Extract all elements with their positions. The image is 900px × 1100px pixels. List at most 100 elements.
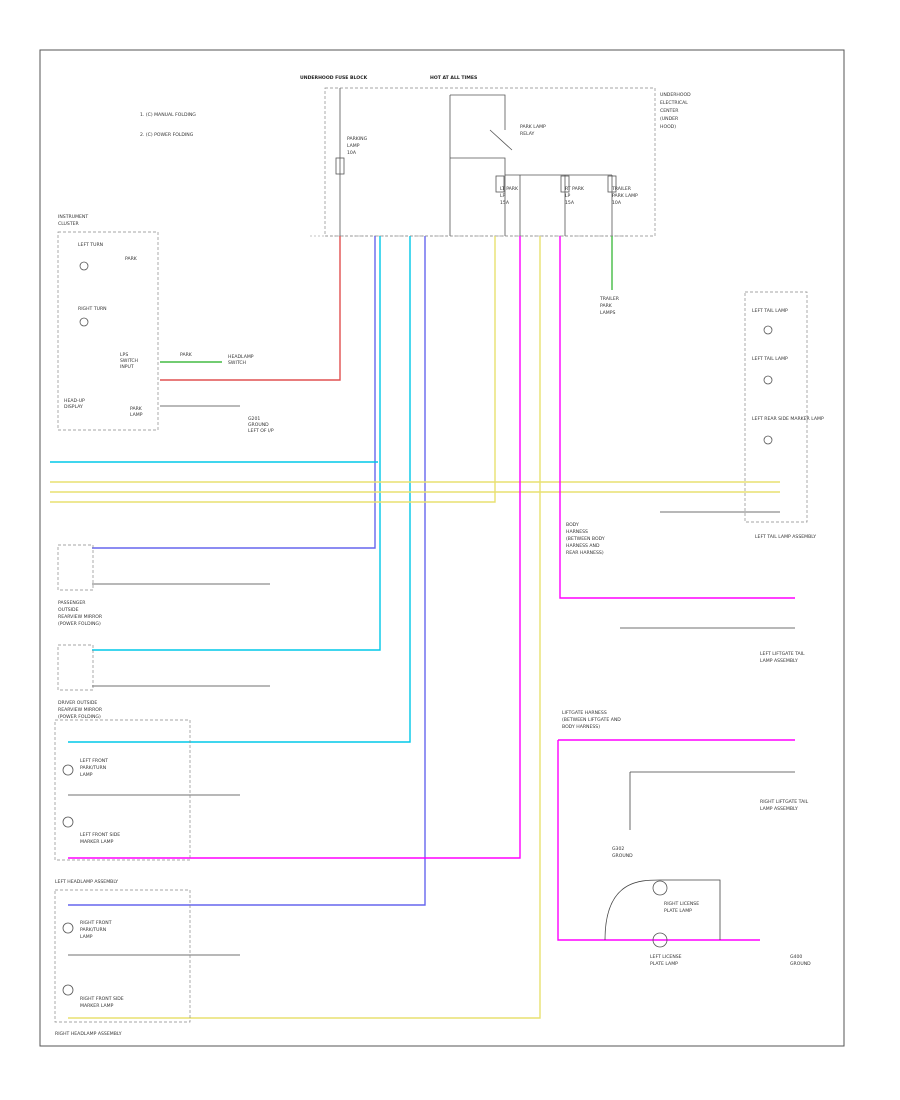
fuse-block: UNDERHOOD FUSE BLOCK HOT AT ALL TIMES UN… bbox=[300, 75, 691, 237]
legend-item-1: 1. (C) MANUAL FOLDING bbox=[140, 112, 196, 118]
wires bbox=[50, 236, 795, 1019]
wire-ground-hl bbox=[68, 794, 240, 956]
body-harness-label: REAR HARNESS) bbox=[566, 550, 604, 556]
fuse-mid-label: LT PARK bbox=[500, 186, 519, 192]
right-headlamp-item: LAMP bbox=[80, 934, 93, 940]
left-tail-lamp-item: LEFT TAIL LAMP bbox=[752, 308, 788, 314]
driver-mirror-label: (POWER FOLDING) bbox=[58, 714, 101, 720]
fuse-left-label: LAMP bbox=[347, 143, 360, 149]
trailer-label: TRAILER bbox=[599, 296, 620, 302]
lamp-bulb-icon bbox=[763, 435, 773, 445]
passenger-mirror-label: REARVIEW MIRROR bbox=[58, 614, 103, 620]
left-license-label: PLATE LAMP bbox=[650, 961, 678, 967]
wire-ground-mirrors bbox=[92, 583, 270, 687]
fuse-right1 bbox=[560, 175, 570, 193]
left-tail-lamp-item: LEFT REAR SIDE MARKER LAMP bbox=[752, 416, 824, 422]
wire-red bbox=[160, 236, 341, 381]
fuse-block-label-a: UNDERHOOD FUSE BLOCK bbox=[300, 75, 368, 81]
left-tail-lamp-assembly: LEFT TAIL LAMP LEFT TAIL LAMP LEFT REAR … bbox=[744, 291, 824, 540]
instrument-cluster-title: INSTRUMENT bbox=[58, 214, 88, 220]
left-headlamp-item: LEFT FRONT SIDE bbox=[80, 832, 120, 838]
left-headlamp-outline bbox=[54, 719, 191, 861]
ground-g302: G302 bbox=[612, 846, 624, 852]
right-headlamp-item: RIGHT FRONT bbox=[80, 920, 112, 926]
left-headlamp-item: MARKER LAMP bbox=[80, 839, 114, 845]
fuse-left-label: PARKING bbox=[347, 136, 368, 142]
right-headlamp-item: RIGHT FRONT SIDE bbox=[80, 996, 124, 1002]
right-headlamp-outline bbox=[54, 889, 191, 1023]
wire-pink-rear bbox=[559, 236, 795, 599]
driver-mirror-label: DRIVER OUTSIDE bbox=[58, 700, 97, 706]
fuse-block-right-label: CENTER bbox=[660, 108, 679, 114]
hud-label: DISPLAY bbox=[64, 404, 83, 410]
fuse-right1-label: RT PARK bbox=[565, 186, 585, 192]
headlamp-switch: HEADLAMP SWITCH PARK G201 GROUND LEFT OF… bbox=[180, 352, 274, 434]
right-headlamp-item: MARKER LAMP bbox=[80, 1003, 114, 1009]
right-headlamp-item: PARK/TURN bbox=[80, 927, 106, 933]
headlamp-switch-wire: PARK bbox=[180, 352, 193, 358]
fuse-block-internals bbox=[339, 88, 613, 236]
right-headlamp-assembly: RIGHT FRONT PARK/TURN LAMP RIGHT FRONT S… bbox=[54, 889, 191, 1037]
ground-g400: G400 bbox=[790, 954, 802, 960]
left-turn-indicator-icon bbox=[79, 261, 89, 271]
wire-yellow-right-hl bbox=[68, 236, 541, 1019]
fuse-block-right-label: ELECTRICAL bbox=[660, 100, 688, 106]
right-liftgate-label: RIGHT LIFTGATE TAIL bbox=[760, 799, 809, 805]
wire-blue-right-hl bbox=[68, 236, 426, 906]
wire-pink-left-hl bbox=[68, 236, 521, 859]
fuse-right2-label: PARK LAMP bbox=[612, 193, 638, 199]
body-harness-label: (BETWEEN BODY bbox=[566, 536, 605, 542]
lower-label: PARK bbox=[130, 406, 143, 412]
legend-item-2: 2. (C) POWER FOLDING bbox=[140, 132, 194, 138]
legend: 1. (C) MANUAL FOLDING 2. (C) POWER FOLDI… bbox=[140, 112, 196, 138]
left-headlamp-item: LAMP bbox=[80, 772, 93, 778]
fuse-mid bbox=[495, 175, 505, 193]
lamp-bulb-icon bbox=[62, 764, 74, 776]
lamp-bulb-icon bbox=[763, 325, 773, 335]
right-license-label: RIGHT LICENSE bbox=[664, 901, 699, 907]
park-label: PARK bbox=[125, 256, 138, 262]
license-lamp-icon bbox=[652, 880, 668, 896]
body-harness-label: HARNESS AND bbox=[566, 543, 600, 549]
right-turn-indicator-icon bbox=[79, 317, 89, 327]
wire-yellow-3 bbox=[50, 236, 496, 503]
headlamp-switch-label: HEADLAMP bbox=[228, 354, 254, 360]
relay-label: PARK LAMP bbox=[520, 124, 546, 130]
fuse-right2-label: 10A bbox=[612, 200, 622, 206]
fuse-block-right-label: UNDERHOOD bbox=[660, 92, 691, 98]
ground-g201: GROUND bbox=[248, 422, 269, 428]
body-harness-label: BODY bbox=[566, 522, 579, 528]
fuse-block-right-label: HOOD) bbox=[660, 124, 676, 130]
ground-g400: GROUND bbox=[790, 961, 811, 967]
right-liftgate-label: LAMP ASSEMBLY bbox=[760, 806, 798, 812]
liftgate: LIFTGATE HARNESS (BETWEEN LIFTGATE AND B… bbox=[562, 651, 811, 967]
driver-mirror-label: REARVIEW MIRROR bbox=[58, 707, 103, 713]
right-headlamp-label: RIGHT HEADLAMP ASSEMBLY bbox=[55, 1031, 122, 1037]
left-headlamp-assembly: LEFT FRONT PARK/TURN LAMP LEFT FRONT SID… bbox=[54, 719, 191, 885]
fuse-left bbox=[335, 157, 345, 175]
passenger-mirror: PASSENGER OUTSIDE REARVIEW MIRROR (POWER… bbox=[57, 544, 103, 627]
wire-ground-tail bbox=[604, 511, 795, 941]
diagram-frame bbox=[39, 49, 845, 1047]
fuse-block-outline bbox=[324, 87, 656, 237]
instrument-cluster-outline bbox=[57, 231, 159, 431]
trailer-label: LAMPS bbox=[600, 310, 616, 316]
lamp-bulb-icon bbox=[62, 816, 74, 828]
relay-label: RELAY bbox=[520, 131, 535, 137]
lamp-label: LPS bbox=[120, 352, 128, 358]
lamp-label: INPUT bbox=[120, 364, 134, 370]
lamp-bulb-icon bbox=[763, 375, 773, 385]
lamp-label: SWITCH bbox=[120, 358, 138, 364]
left-tail-lamp-label: LEFT TAIL LAMP ASSEMBLY bbox=[755, 534, 816, 540]
headlamp-switch-label: SWITCH bbox=[228, 360, 246, 366]
fuse-block-label-b: HOT AT ALL TIMES bbox=[430, 75, 477, 81]
passenger-mirror-label: (POWER FOLDING) bbox=[58, 621, 101, 627]
left-headlamp-item: PARK/TURN bbox=[80, 765, 106, 771]
body-harness-label: HARNESS bbox=[566, 529, 588, 535]
right-license-label: PLATE LAMP bbox=[664, 908, 692, 914]
ground-g201: G201 bbox=[248, 416, 260, 422]
liftgate-harness-label: LIFTGATE HARNESS bbox=[562, 710, 607, 716]
instrument-cluster: INSTRUMENT CLUSTER LEFT TURN RIGHT TURN … bbox=[57, 214, 159, 431]
liftgate-harness-label: (BETWEEN LIFTGATE AND bbox=[562, 717, 621, 723]
wire-blue-main bbox=[92, 236, 376, 549]
